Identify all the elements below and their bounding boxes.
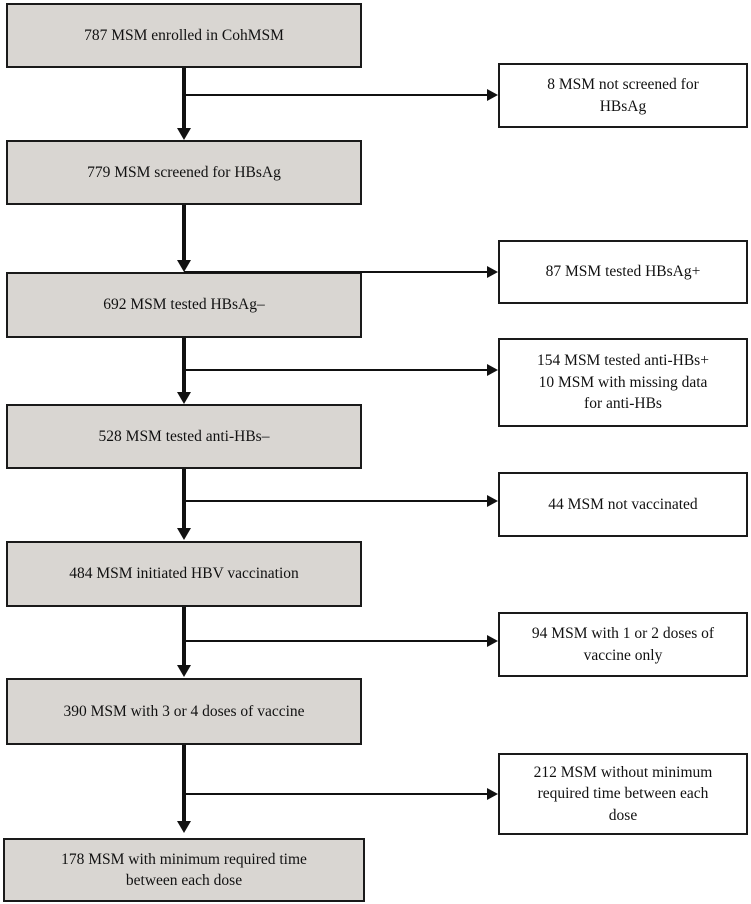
connector-arrowhead-down-4 <box>177 528 191 540</box>
flow-node-three-or-four-doses: 390 MSM with 3 or 4 doses of vaccine <box>6 678 362 745</box>
connector-arrowhead-right-5 <box>487 635 498 647</box>
connector-arrowhead-right-2 <box>487 266 498 278</box>
flow-node-not-vaccinated: 44 MSM not vaccinated <box>498 472 748 537</box>
connector-hline-3 <box>184 369 487 371</box>
connector-arrowhead-down-3 <box>177 392 191 404</box>
connector-hline-6 <box>184 793 487 795</box>
connector-arrowhead-right-6 <box>487 788 498 800</box>
connector-hline-1 <box>184 94 487 96</box>
connector-arrowhead-down-2 <box>177 260 191 272</box>
connector-hline-4 <box>184 500 487 502</box>
connector-hline-5 <box>184 640 487 642</box>
flow-node-hbsag-negative: 692 MSM tested HBsAg– <box>6 272 362 338</box>
connector-vline-2 <box>182 205 186 263</box>
connector-vline-3 <box>182 338 186 396</box>
connector-arrowhead-down-1 <box>177 128 191 140</box>
flow-node-hbsag-positive: 87 MSM tested HBsAg+ <box>498 240 748 304</box>
connector-vline-6 <box>182 745 186 823</box>
connector-arrowhead-right-4 <box>487 495 498 507</box>
connector-arrowhead-down-5 <box>177 665 191 677</box>
flow-node-screened: 779 MSM screened for HBsAg <box>6 140 362 205</box>
flow-node-antihbs-positive-or-missing: 154 MSM tested anti-HBs+ 10 MSM with mis… <box>498 338 748 427</box>
connector-vline-5 <box>182 607 186 669</box>
connector-arrowhead-right-1 <box>487 89 498 101</box>
flow-node-antihbs-negative: 528 MSM tested anti-HBs– <box>6 404 362 469</box>
flow-node-one-or-two-doses: 94 MSM with 1 or 2 doses of vaccine only <box>498 612 748 677</box>
connector-vline-1 <box>182 68 186 130</box>
flow-node-minimum-required-time: 178 MSM with minimum required time betwe… <box>3 838 365 902</box>
connector-hline-2 <box>184 271 487 273</box>
connector-arrowhead-down-6 <box>177 821 191 833</box>
flow-node-initiated-vaccination: 484 MSM initiated HBV vaccination <box>6 541 362 607</box>
connector-arrowhead-right-3 <box>487 364 498 376</box>
flow-node-enrolled: 787 MSM enrolled in CohMSM <box>6 3 362 68</box>
flow-node-without-minimum-time: 212 MSM without minimum required time be… <box>498 753 748 835</box>
flow-node-not-screened: 8 MSM not screened for HBsAg <box>498 63 748 128</box>
